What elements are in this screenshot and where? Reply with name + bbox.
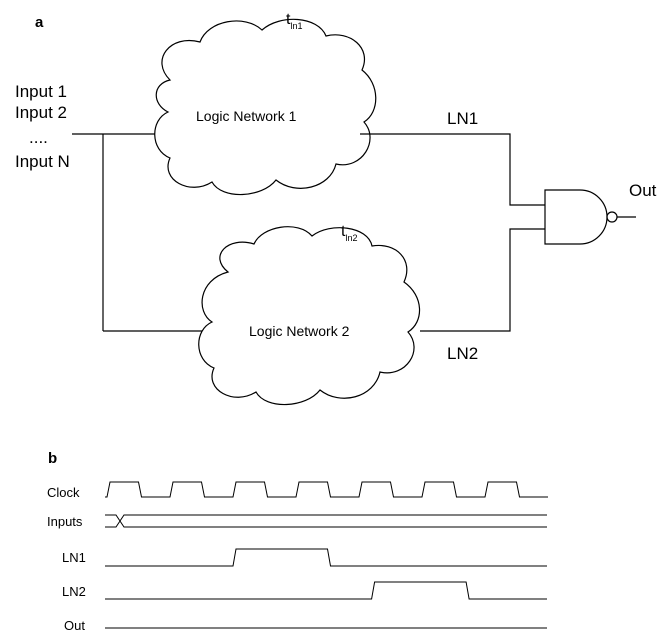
out-label: Out xyxy=(629,181,657,200)
inputs-trace xyxy=(105,514,547,528)
ln1-output-label: LN1 xyxy=(447,109,478,128)
timing-label-ln1: LN1 xyxy=(62,550,86,565)
ln1-trace xyxy=(105,548,547,567)
cloud-2-shape xyxy=(198,226,421,406)
input-n-label: Input N xyxy=(15,152,70,171)
clock-trace xyxy=(105,481,548,498)
panel-b-label: b xyxy=(48,450,57,467)
inputs-label-group: Input 1 Input 2 .... Input N xyxy=(15,82,70,171)
inputs-trace-left xyxy=(105,514,121,528)
logic-network-2-label: Logic Network 2 xyxy=(249,323,350,339)
input-1-label: Input 1 xyxy=(15,82,67,101)
logic-network-2: Logic Network 2 tln2 xyxy=(198,223,421,406)
nand-bubble xyxy=(606,211,618,223)
ln1-wire xyxy=(360,133,545,206)
ln2-output-label: LN2 xyxy=(447,344,478,363)
panel-a-label: a xyxy=(35,14,44,31)
t-ln1-label: tln1 xyxy=(286,11,302,31)
network-output-wires: LN1 LN2 xyxy=(360,109,545,363)
logic-network-1-label: Logic Network 1 xyxy=(196,108,297,124)
nand-body xyxy=(544,189,608,245)
t-ln2-label: tln2 xyxy=(341,223,357,243)
nand-gate: Out xyxy=(544,181,657,245)
timing-label-ln2: LN2 xyxy=(62,584,86,599)
cloud-1-shape xyxy=(154,18,377,196)
timing-label-clock: Clock xyxy=(47,485,80,500)
ln2-wire xyxy=(420,228,545,332)
inputs-trace-right xyxy=(119,514,547,528)
timing-label-inputs: Inputs xyxy=(47,514,83,529)
input-ellipsis-label: .... xyxy=(29,128,48,147)
logic-network-1: Logic Network 1 tln1 xyxy=(154,11,377,196)
ln2-trace xyxy=(105,581,547,600)
timing-diagram: Clock Inputs LN1 LN2 Out xyxy=(47,481,548,633)
timing-label-out: Out xyxy=(64,618,85,633)
input-2-label: Input 2 xyxy=(15,103,67,122)
